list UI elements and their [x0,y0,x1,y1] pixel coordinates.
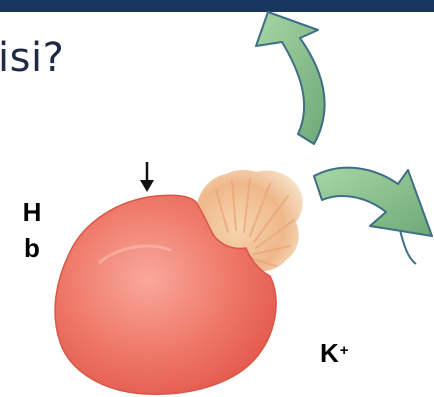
potassium-symbol: K [320,338,339,368]
hemoglobin-label-line1: H [20,194,44,230]
potassium-label: K+ [320,338,349,368]
hemoglobin-label-line2: b [20,230,44,266]
down-arrow-icon [140,162,154,192]
curved-arrow-icon [314,168,432,264]
hemoglobin-label: H b [20,194,44,266]
curved-arrow-icon [256,12,325,144]
potassium-charge: + [340,342,349,359]
